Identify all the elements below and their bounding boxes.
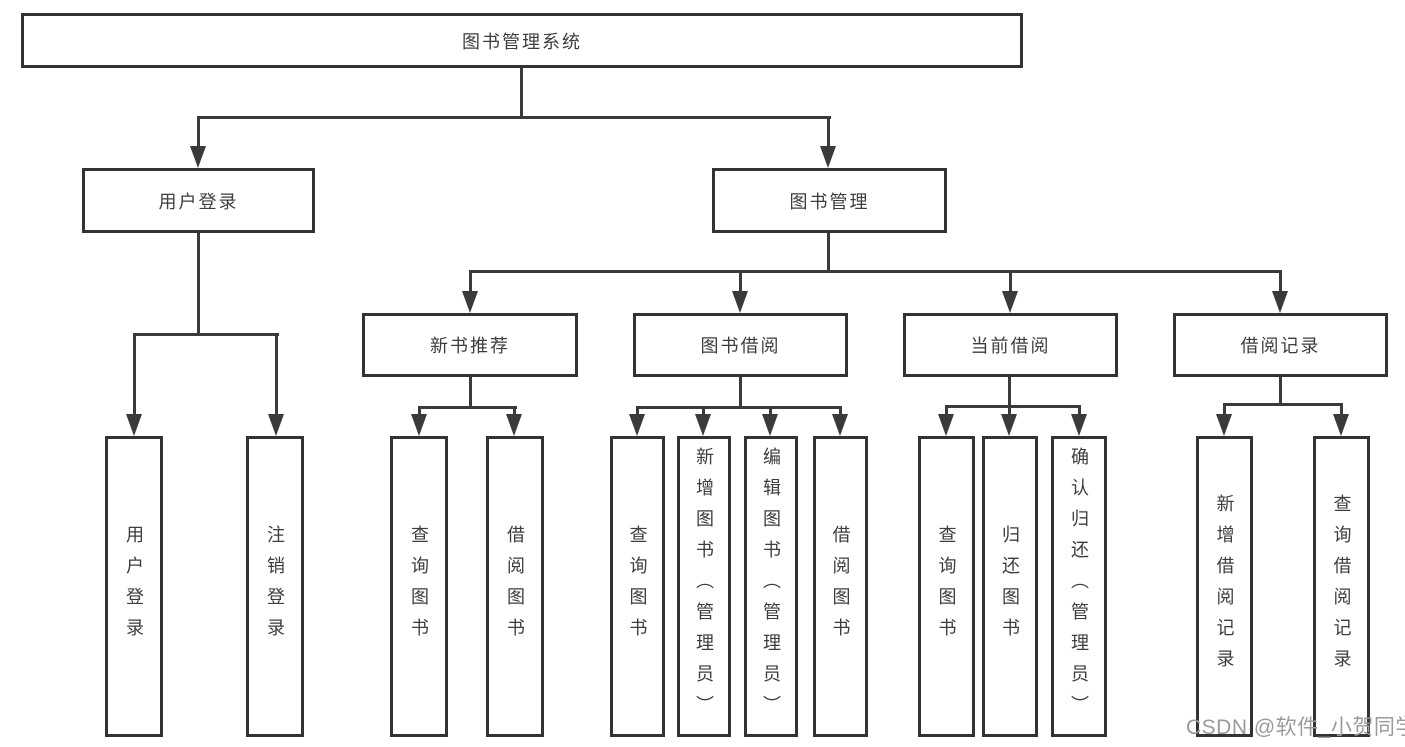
connector-line — [945, 405, 1079, 408]
node-label: 编辑图书（管理员） — [761, 447, 781, 726]
arrowhead-icon — [1216, 414, 1232, 436]
connector-line — [1078, 405, 1081, 414]
connector-line — [739, 377, 742, 408]
arrowhead-icon — [411, 414, 427, 436]
node-borrow-borrow-books: 借阅图书 — [813, 436, 868, 737]
connector-line — [1223, 403, 1226, 414]
node-label: 当前借阅 — [970, 336, 1051, 356]
node-label: 查询图书 — [627, 524, 648, 649]
connector-line — [133, 333, 136, 414]
arrowhead-icon — [1333, 414, 1349, 436]
connector-line — [1279, 377, 1282, 405]
node-leaf-logout: 注销登录 — [246, 436, 304, 737]
connector-line — [197, 233, 200, 335]
node-book-management: 图书管理 — [712, 168, 947, 233]
node-recommend-query-books: 查询图书 — [390, 436, 448, 737]
node-current-confirm-return-admin: 确认归还（管理员） — [1051, 436, 1107, 737]
node-current-borrow: 当前借阅 — [903, 313, 1118, 377]
arrowhead-icon — [126, 414, 142, 436]
node-leaf-user-login: 用户登录 — [105, 436, 163, 737]
node-label: 确认归还（管理员） — [1069, 447, 1089, 726]
node-label: 借阅图书 — [830, 524, 851, 649]
node-current-query-books: 查询图书 — [918, 436, 975, 737]
connector-line — [636, 406, 639, 414]
node-label: 新增图书（管理员） — [694, 447, 714, 726]
connector-line — [1008, 377, 1011, 407]
arrowhead-icon — [938, 414, 954, 436]
node-recommend-borrow-books: 借阅图书 — [486, 436, 544, 737]
connector-line — [133, 333, 279, 336]
node-label: 借阅图书 — [505, 524, 525, 649]
connector-line — [827, 233, 830, 272]
arrowhead-icon — [268, 414, 284, 436]
node-records-query-record: 查询借阅记录 — [1313, 436, 1370, 737]
connector-line — [702, 406, 705, 414]
arrowhead-icon — [462, 291, 478, 313]
connector-line — [1340, 403, 1343, 414]
node-borrow-query-books: 查询图书 — [610, 436, 665, 737]
node-current-return-books: 归还图书 — [982, 436, 1038, 737]
node-label: 查询借阅记录 — [1331, 493, 1352, 680]
node-root: 图书管理系统 — [21, 13, 1023, 68]
connector-line — [1223, 403, 1343, 406]
connector-line — [418, 406, 517, 409]
connector-line — [1279, 270, 1282, 291]
node-records-add-record: 新增借阅记录 — [1196, 436, 1253, 737]
connector-line — [769, 406, 772, 414]
connector-line — [1008, 405, 1011, 414]
node-label: 查询图书 — [409, 524, 429, 649]
node-label: 归还图书 — [1000, 524, 1020, 649]
connector-line — [275, 333, 278, 414]
connector-line — [513, 406, 516, 414]
node-label: 注销登录 — [265, 524, 285, 649]
node-label: 用户登录 — [124, 524, 144, 649]
connector-line — [197, 116, 200, 146]
arrowhead-icon — [695, 414, 711, 436]
arrowhead-icon — [506, 414, 522, 436]
node-label: 新增借阅记录 — [1214, 493, 1235, 680]
node-label: 用户登录 — [158, 191, 239, 212]
arrowhead-icon — [820, 146, 836, 168]
connector-line — [739, 270, 742, 291]
node-book-borrow: 图书借阅 — [633, 313, 848, 377]
connector-line — [418, 406, 421, 414]
arrowhead-icon — [762, 414, 778, 436]
arrowhead-icon — [1002, 291, 1018, 313]
node-borrow-edit-books-admin: 编辑图书（管理员） — [744, 436, 798, 737]
csdn-watermark: CSDN @软件_小贺同学 — [1186, 716, 1405, 739]
connector-line — [945, 405, 948, 414]
node-borrow-add-books-admin: 新增图书（管理员） — [677, 436, 731, 737]
arrowhead-icon — [732, 291, 748, 313]
arrowhead-icon — [1001, 414, 1017, 436]
connector-line — [469, 377, 472, 408]
node-label: 查询图书 — [936, 524, 957, 649]
node-label: 借阅记录 — [1240, 336, 1321, 356]
connector-line — [839, 406, 842, 414]
node-borrow-records: 借阅记录 — [1173, 313, 1388, 377]
node-label: 新书推荐 — [430, 336, 510, 356]
connector-line — [827, 116, 830, 146]
connector-line — [469, 270, 1281, 273]
connector-line — [520, 68, 523, 118]
node-user-login: 用户登录 — [82, 168, 315, 233]
arrowhead-icon — [1071, 414, 1087, 436]
arrowhead-icon — [832, 414, 848, 436]
arrowhead-icon — [1272, 291, 1288, 313]
node-label: 图书管理系统 — [462, 31, 582, 52]
connector-line — [197, 116, 831, 119]
node-label: 图书管理 — [789, 191, 870, 212]
node-label: 图书借阅 — [700, 336, 781, 356]
connector-line — [1009, 270, 1012, 291]
connector-line — [636, 406, 841, 409]
arrowhead-icon — [190, 146, 206, 168]
node-new-book-recommend: 新书推荐 — [362, 313, 578, 377]
connector-line — [469, 270, 472, 291]
arrowhead-icon — [629, 414, 645, 436]
